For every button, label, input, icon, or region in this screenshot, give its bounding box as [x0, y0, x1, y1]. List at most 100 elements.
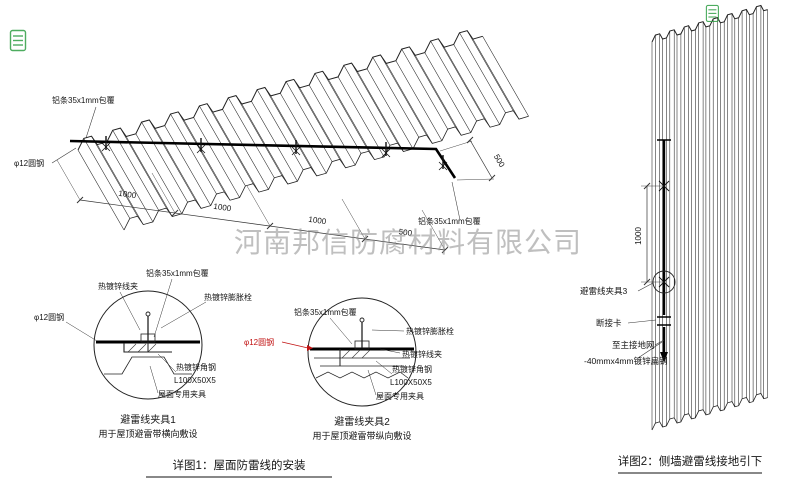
drawing-line: [409, 46, 456, 128]
drawing-line: [222, 109, 269, 190]
roof-dimension-chain: [56, 159, 449, 254]
drawing-line: [424, 52, 472, 133]
d2-alu-cover-label: 铝条35x1mm包覆: [294, 307, 357, 317]
wall-disconnect-label: 断接卡: [596, 318, 622, 328]
drawing-line: [472, 38, 520, 120]
drawing-line: [453, 44, 500, 125]
d1-round-steel-label: φ12圆钢: [34, 312, 64, 322]
detail1-leader-lines: [65, 278, 207, 394]
lightning-wire: [69, 139, 457, 179]
d1-alu-cover-label: 铝条35x1mm包覆: [146, 268, 209, 278]
drawing-line: [430, 40, 477, 122]
drawing-line: [308, 84, 356, 166]
drawing-line: [106, 141, 154, 223]
drawing-line: [291, 146, 301, 156]
wall-to-ground-label: 至主接地网: [612, 340, 655, 350]
detail2-leader-lines: [329, 317, 405, 396]
drawing-line: [443, 47, 491, 128]
drawing-line: [125, 136, 173, 217]
wall-dimension: [641, 182, 662, 286]
down-conductor: [652, 139, 676, 362]
dim-1000-b: 1000: [213, 202, 232, 213]
d2-wire-clip-label: 热镀锌线夹: [402, 349, 442, 359]
drawing-line: [299, 87, 346, 168]
drawing-line: [357, 71, 404, 152]
drawing-line: [235, 95, 283, 176]
d2-round-steel-leader: [281, 341, 309, 349]
dim-1000-a: 1000: [118, 189, 137, 200]
drawing-line: [170, 113, 217, 195]
drawing-line: [77, 30, 483, 151]
drawing-line: [343, 65, 391, 146]
drawing-line: [112, 130, 159, 211]
d1-angle-size-label: L100X50X5: [174, 376, 216, 385]
drawing-line: [264, 87, 312, 168]
drawing-line: [154, 128, 202, 209]
detail-circle-1: 热镀锌线夹 铝条35x1mm包覆 热镀锌膨胀栓 φ12圆钢 热镀锌角钢 L100…: [34, 268, 252, 439]
d2-angle-steel-label: 热镀锌角钢: [392, 364, 432, 374]
drawing-line: [372, 57, 420, 138]
drawing-line: [196, 144, 206, 154]
drawing-line: [251, 101, 298, 182]
corrugated-wall-sheet: [651, 4, 768, 431]
drawing-line: [123, 110, 529, 231]
dim-1000-c: 1000: [308, 215, 327, 226]
drawing-line: [438, 161, 448, 171]
detail1-title: 避雷线夹具1: [120, 413, 176, 426]
drawing-line: [256, 89, 304, 170]
drawing-line: [97, 144, 144, 225]
drawing-line: [285, 81, 333, 162]
company-watermark: 河南邦信防腐材料有限公司: [234, 227, 582, 258]
drawing-line: [438, 38, 485, 119]
drawing-line: [183, 120, 231, 201]
caption-detail2: 详图2：侧墙避雷线接地引下: [618, 454, 762, 468]
wire-clamp-marks: [101, 136, 448, 171]
d2-red-arrowhead: [307, 345, 313, 351]
drawing-line: [228, 97, 275, 178]
corrugated-roof-sheet: [77, 30, 529, 231]
d1-wire-clip-label: 热镀锌线夹: [98, 281, 138, 291]
drawing-line: [193, 117, 240, 198]
drawing-line: [199, 105, 246, 187]
drawing-line: [459, 32, 506, 113]
drawing-line: [77, 149, 125, 231]
drawing-line: [314, 73, 362, 154]
drawing-line: [381, 148, 391, 158]
stamp-icon-2: [705, 4, 719, 22]
detail1-subtitle: 用于屋顶避雷带横向敷设: [98, 428, 197, 439]
drawing-line: [149, 119, 196, 201]
drawing-line: [366, 68, 414, 149]
d1-expansion-bolt-label: 热镀锌膨胀栓: [204, 292, 252, 302]
wall-leader-lines: [627, 282, 665, 359]
detail2-subtitle: 用于屋顶避雷带纵向敷设: [312, 430, 411, 441]
detail2-title: 避雷线夹具2: [334, 415, 390, 428]
drawing-line: [135, 133, 183, 214]
caption-detail1: 详图1：屋面防雷线的安装: [173, 458, 306, 472]
d1-roof-fixture-label: 屋面专用夹具: [158, 389, 206, 399]
wall-dim-1000: 1000: [634, 227, 643, 245]
round-steel-label-left: φ12圆钢: [14, 158, 44, 168]
d2-round-steel-label: φ12圆钢: [244, 337, 274, 347]
to-ground-arrow: [660, 352, 668, 362]
drawing-line: [395, 60, 443, 141]
d2-expansion-bolt-label: 热镀锌膨胀栓: [406, 326, 454, 336]
detail-circle-2: 铝条35x1mm包覆 热镀锌膨胀栓 热镀锌线夹 φ12圆钢 热镀锌角钢 L100…: [244, 297, 454, 441]
drawing-line: [386, 63, 433, 144]
drawing-line: [280, 93, 327, 174]
dim-500-a: 500: [398, 227, 413, 238]
roof-leader-lines: [51, 106, 461, 221]
roof-dimension-right: [439, 136, 496, 182]
d1-angle-steel-label: 热镀锌角钢: [176, 362, 216, 372]
drawing-line: [337, 76, 385, 158]
drawing-line: [466, 30, 514, 111]
drawing-line: [351, 62, 398, 144]
dim-500-b: 500: [492, 153, 507, 170]
stamp-icon: [9, 29, 27, 52]
drawing-line: [482, 36, 529, 117]
drawing-line: [401, 48, 448, 130]
drawing-line: [164, 125, 211, 206]
wall-flat-steel-label: -40mmx4mm镀锌扁钢: [584, 356, 668, 366]
drawing-line: [83, 138, 131, 219]
alu-strip-label-top: 铝条35x1mm包覆: [52, 95, 115, 105]
